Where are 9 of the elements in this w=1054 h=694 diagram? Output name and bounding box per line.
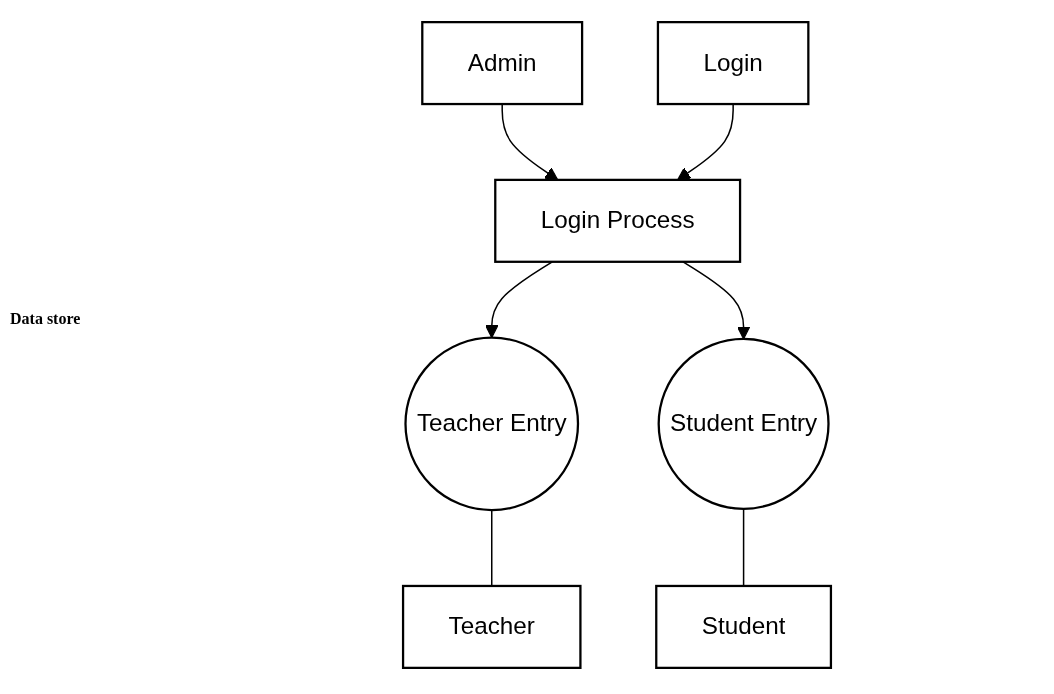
node-box: Admin <box>421 21 584 106</box>
node-box: Teacher <box>401 584 582 669</box>
arrow <box>682 261 751 340</box>
node-circle: Student Entry <box>657 337 830 510</box>
node-box: Login <box>656 21 810 106</box>
node-box: Login Process <box>494 178 742 263</box>
node-box: Student <box>655 584 833 669</box>
node-circle: Teacher Entry <box>404 336 580 512</box>
note-text: Data store <box>10 310 82 328</box>
